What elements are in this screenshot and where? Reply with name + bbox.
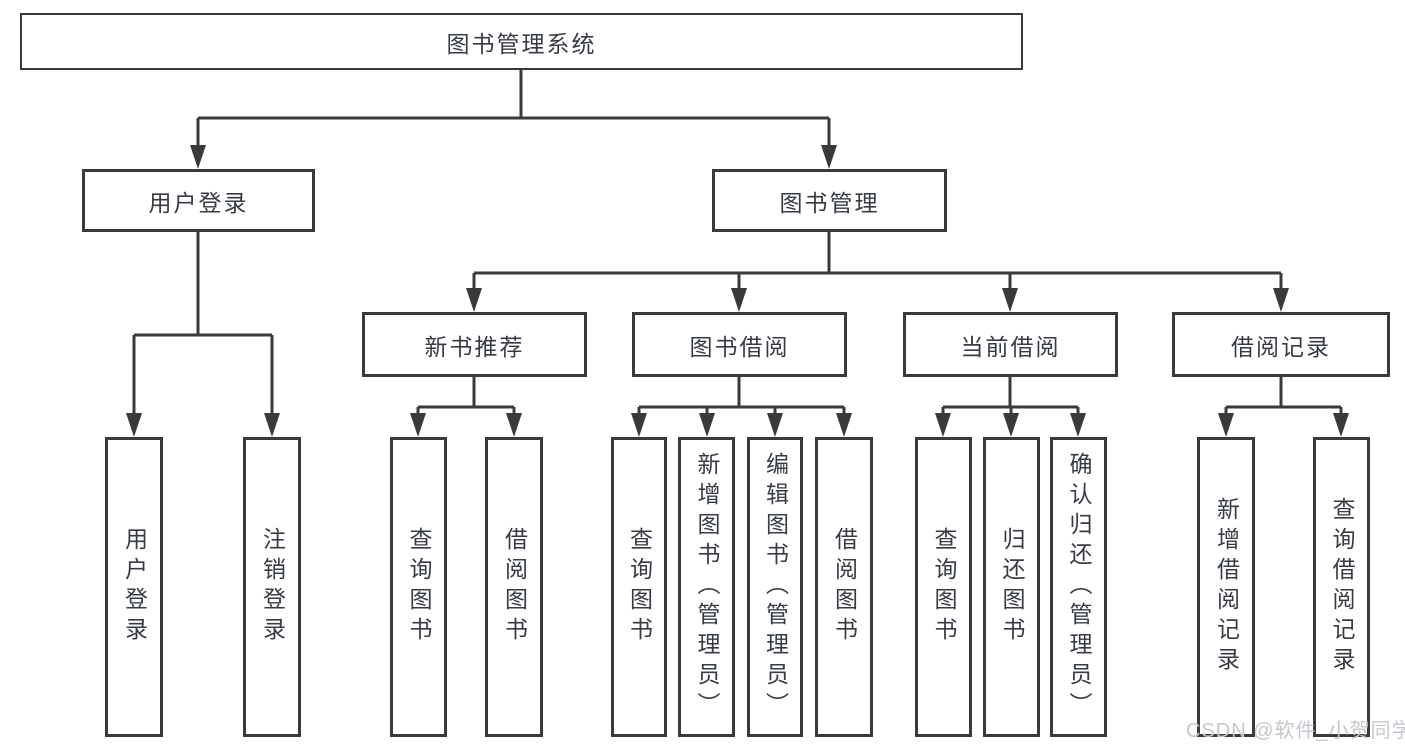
leaf-borrow-edit-books-admin-label: 编辑图书（管理员） (762, 452, 789, 722)
node-book-borrowing-label: 图书借阅 (689, 333, 790, 360)
leaf-recommend-borrow-books-label: 借阅图书 (501, 527, 528, 647)
node-user-login: 用户登录 (82, 169, 315, 232)
node-borrowing-records-label: 借阅记录 (1231, 333, 1331, 360)
node-book-management-label: 图书管理 (779, 189, 880, 216)
csdn-watermark: CSDN @软件_小贺同学 (1186, 720, 1405, 742)
leaf-current-query-books-label: 查询图书 (931, 527, 957, 647)
connector-root-to-level2 (196, 70, 831, 147)
connector-borrowing-fork (637, 377, 846, 415)
node-new-book-recommendation-label: 新书推荐 (424, 333, 525, 360)
node-root-label: 图书管理系统 (446, 30, 597, 57)
leaf-borrow-query-books: 查询图书 (611, 437, 667, 737)
leaf-records-query-record-label: 查询借阅记录 (1329, 497, 1355, 677)
leaf-borrow-add-books-admin: 新增图书（管理员） (678, 437, 735, 737)
leaf-user-login-label: 用户登录 (121, 527, 148, 647)
connector-book-management-fork (472, 232, 1283, 290)
node-book-borrowing: 图书借阅 (632, 312, 847, 377)
leaf-borrow-edit-books-admin: 编辑图书（管理员） (747, 437, 803, 737)
node-root: 图书管理系统 (20, 13, 1023, 70)
node-user-login-label: 用户登录 (148, 189, 249, 216)
node-new-book-recommendation: 新书推荐 (362, 312, 587, 377)
leaf-borrow-borrow-books: 借阅图书 (815, 437, 873, 737)
arrowheads (126, 145, 1349, 437)
leaf-borrow-borrow-books-label: 借阅图书 (831, 527, 858, 647)
node-book-management: 图书管理 (712, 169, 947, 232)
leaf-logout-label: 注销登录 (259, 527, 286, 647)
connector-user-login-fork (132, 232, 274, 415)
leaf-current-return-books-label: 归还图书 (999, 527, 1025, 647)
connector-recommendation-fork (416, 377, 516, 415)
leaf-recommend-query-books-label: 查询图书 (406, 527, 432, 647)
leaf-current-confirm-return-admin: 确认归还（管理员） (1050, 437, 1107, 737)
leaf-current-confirm-return-admin-label: 确认归还（管理员） (1066, 452, 1092, 722)
leaf-logout: 注销登录 (243, 437, 301, 737)
leaf-borrow-add-books-admin-label: 新增图书（管理员） (694, 452, 720, 722)
leaf-records-add-record: 新增借阅记录 (1197, 437, 1255, 737)
leaf-recommend-borrow-books: 借阅图书 (485, 437, 543, 737)
leaf-recommend-query-books: 查询图书 (390, 437, 447, 737)
leaf-records-add-record-label: 新增借阅记录 (1213, 497, 1240, 677)
node-borrowing-records: 借阅记录 (1172, 312, 1390, 377)
leaf-current-query-books: 查询图书 (915, 437, 972, 737)
leaf-current-return-books: 归还图书 (983, 437, 1040, 737)
leaf-user-login: 用户登录 (105, 437, 163, 737)
leaf-records-query-record: 查询借阅记录 (1313, 437, 1370, 737)
connector-records-fork (1224, 377, 1343, 415)
leaf-borrow-query-books-label: 查询图书 (626, 527, 653, 647)
node-current-borrowing: 当前借阅 (903, 312, 1118, 377)
connector-current-fork (941, 377, 1080, 415)
node-current-borrowing-label: 当前借阅 (960, 333, 1061, 360)
